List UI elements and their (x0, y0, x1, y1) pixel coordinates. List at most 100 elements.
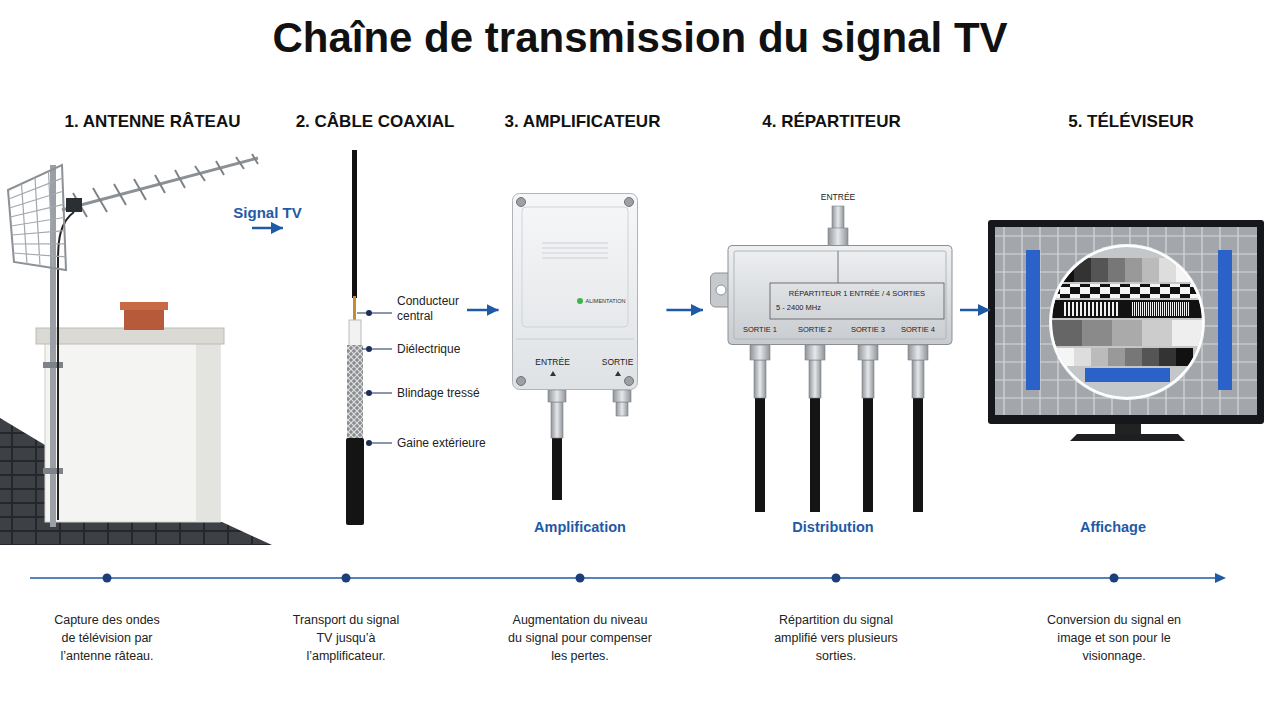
timeline-dot (1110, 574, 1119, 583)
television-illustration (995, 227, 1257, 415)
television-illustration (1085, 368, 1170, 382)
callout-label: Gaine extérieure (397, 436, 486, 450)
device-label: SORTIE (600, 357, 636, 367)
television-illustration (1125, 348, 1142, 366)
stage-caption: Distribution (763, 519, 903, 536)
step-description: Augmentation du niveau du signal pour co… (504, 611, 656, 665)
splitter-housing (734, 251, 946, 339)
television-illustration (1125, 258, 1142, 282)
splitter-connectors (805, 345, 825, 360)
stage-heading: 3. AMPLIFICATEUR (505, 112, 661, 132)
antenna-illustration (196, 344, 220, 522)
callout-label: Blindage tressé (397, 386, 480, 400)
splitter-connectors (863, 398, 873, 512)
device-housing: ALIMENTATIONENTRÉESORTIE (512, 193, 638, 390)
timeline (30, 573, 1226, 583)
device-housing: RÉPARTITEUR 1 ENTRÉE / 4 SORTIES5 - 2400… (710, 245, 953, 345)
antenna-illustration (120, 302, 168, 310)
amplifier-connectors (548, 390, 566, 402)
television-illustration (1052, 300, 1202, 318)
antenna-illustration (9, 171, 66, 268)
timeline (30, 577, 1215, 579)
leader-line (372, 443, 392, 444)
leader-line (372, 313, 392, 314)
television-illustration (1132, 302, 1190, 316)
device-label: SORTIE 2 (793, 325, 837, 334)
splitter-housing (728, 246, 952, 345)
timeline-dot (342, 574, 351, 583)
splitter-connectors (913, 398, 923, 512)
television-illustration (1052, 284, 1202, 298)
splitter-housing (838, 251, 839, 283)
callout-dot (366, 310, 372, 446)
television-illustration (1074, 348, 1091, 366)
television-illustration (988, 220, 1264, 441)
splitter-connectors (828, 228, 848, 246)
amplifier-housing (522, 207, 628, 327)
antenna-illustration (124, 308, 164, 330)
flow-arrow (467, 309, 499, 312)
amplifier-connectors (552, 438, 562, 500)
antenna-illustration (66, 198, 82, 212)
device-label: ALIMENTATION (586, 298, 626, 305)
timeline-dot (103, 574, 1119, 583)
amplifier-housing (512, 194, 637, 390)
stage-heading: 4. RÉPARTITEUR (762, 112, 901, 132)
leader-line (362, 349, 366, 350)
device-label: SORTIE 4 (896, 325, 940, 334)
coax-cable-illustration (349, 320, 361, 346)
amplifier-connectors (551, 402, 563, 438)
amplifier-housing (516, 339, 634, 340)
antenna-illustration (45, 342, 220, 522)
stage-heading: 1. ANTENNE RÂTEAU (65, 112, 241, 132)
antenna-illustration (8, 165, 66, 270)
splitter-connectors (858, 345, 878, 360)
splitter-connectors (754, 360, 766, 398)
stage-heading: 5. TÉLÉVISEUR (1068, 112, 1194, 132)
device-label: RÉPARTITEUR 1 ENTRÉE / 4 SORTIES (772, 289, 942, 298)
step-description: Transport du signal TV jusqu’à l’amplifi… (284, 611, 409, 665)
amplifier-housing (624, 377, 633, 386)
antenna-illustration (43, 362, 63, 368)
splitter-connectors (912, 360, 924, 398)
television-illustration (1142, 258, 1159, 282)
edge-label: Signal TV (218, 204, 318, 222)
amplifier-housing (615, 371, 621, 376)
timeline-dot (576, 574, 585, 583)
antenna-illustration (36, 328, 224, 344)
television-illustration (1218, 250, 1232, 390)
splitter-connectors (908, 345, 928, 360)
television-illustration (1026, 250, 1040, 390)
amplifier-housing (516, 198, 525, 207)
callout-dot (366, 390, 372, 396)
splitter-housing (770, 283, 944, 319)
leader-line (364, 393, 366, 394)
amplifier-connectors (616, 402, 628, 416)
amplifier-housing (550, 371, 556, 376)
splitter-connectors (755, 398, 765, 512)
timeline (1215, 573, 1226, 583)
television-illustration (988, 220, 1264, 424)
leader-line (372, 349, 392, 350)
callout-dot (366, 440, 372, 446)
coax-cable-illustration (353, 296, 356, 322)
callout-label: Diélectrique (397, 342, 460, 356)
stage-caption: Affichage (1043, 519, 1183, 536)
television-illustration (1050, 246, 1204, 398)
leader-line (357, 313, 392, 443)
amplifier-connectors (548, 390, 631, 500)
television-illustration (1050, 246, 1204, 398)
stage-panel: 3. AMPLIFICATEUR ALIMENTATIONENTRÉESORTIE (501, 108, 665, 545)
splitter-connectors (810, 398, 820, 512)
television-illustration (1051, 246, 1203, 398)
callout-dot (366, 310, 372, 316)
stage-panel: 1. ANTENNE RÂTEAU (55, 108, 250, 545)
timeline-dot (103, 574, 112, 583)
leader-line (357, 313, 366, 314)
television-illustration (1172, 320, 1204, 346)
amplifier-housing (624, 198, 633, 207)
